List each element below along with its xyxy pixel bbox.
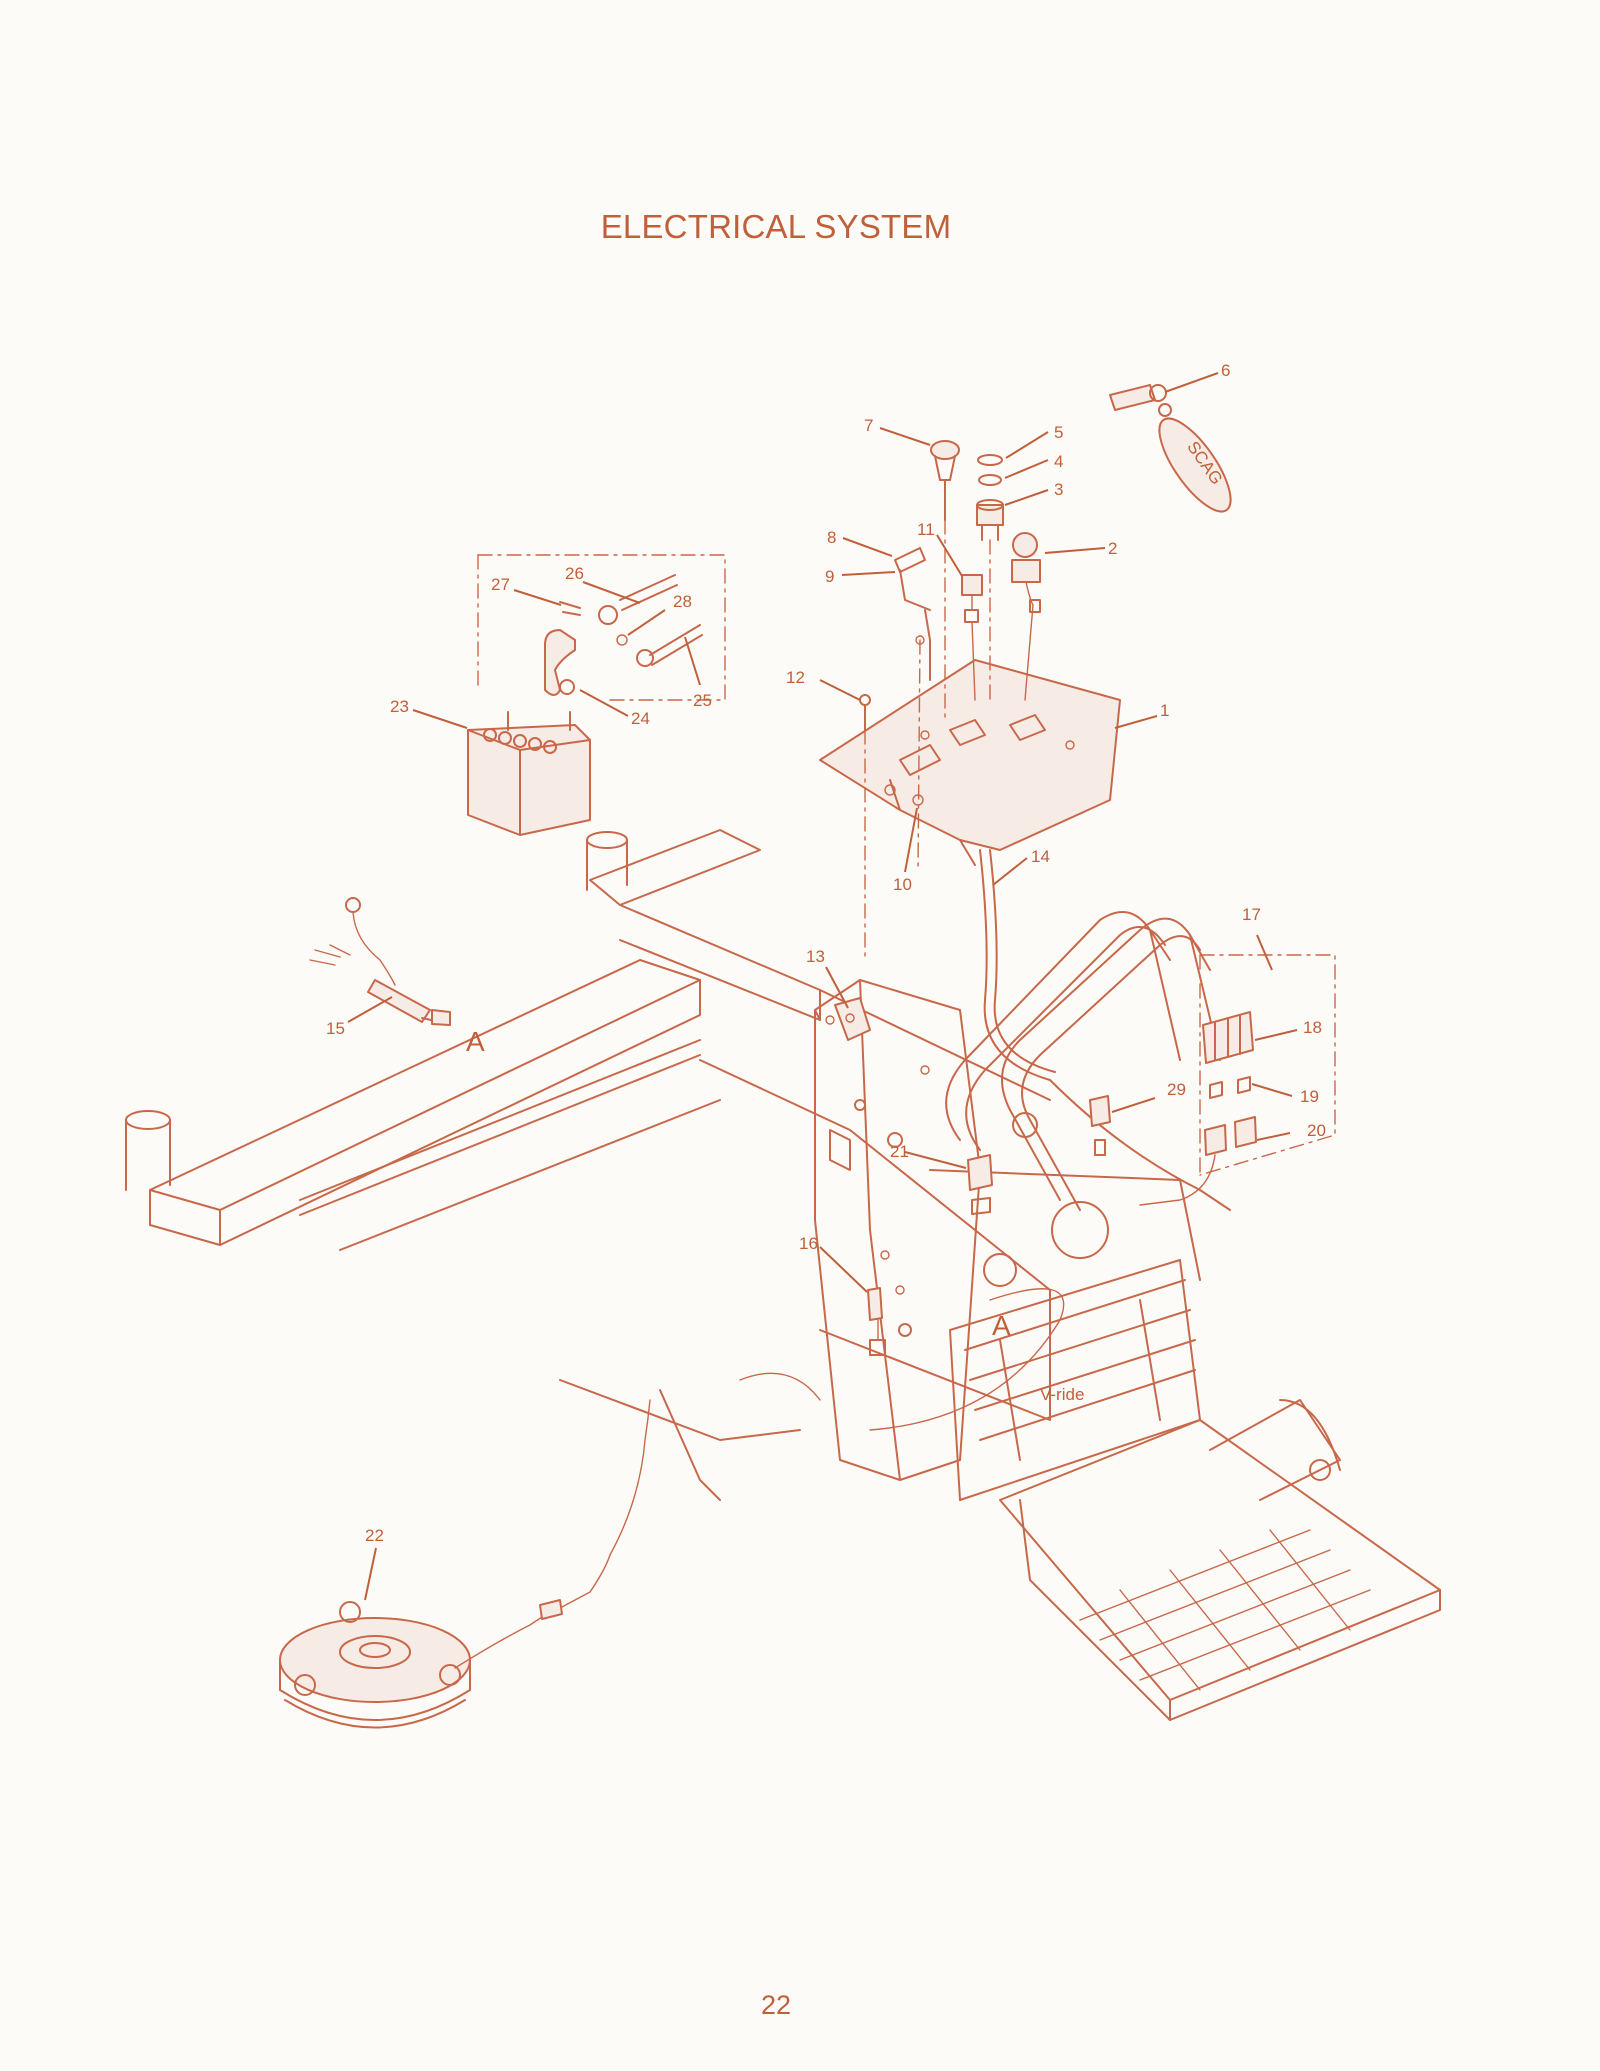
callout-23: 23 <box>390 697 409 716</box>
steering-handles <box>945 911 1221 1211</box>
battery-cable-box <box>477 554 726 701</box>
callout-3: 3 <box>1054 480 1063 499</box>
connector-letter-a-left: A <box>466 1026 485 1057</box>
callout-1: 1 <box>1160 701 1169 720</box>
callout-19: 19 <box>1300 1087 1319 1106</box>
part-14-harness <box>739 849 1231 1431</box>
part-21-relay <box>967 1154 993 1215</box>
callout-9: 9 <box>825 567 834 586</box>
part-16-switch <box>867 1250 905 1356</box>
callout-14: 14 <box>1031 847 1050 866</box>
page-number: 22 <box>760 1990 792 2020</box>
part-22-clutch <box>279 1399 651 1729</box>
callout-11: 11 <box>917 520 935 539</box>
part-15-cable-harness <box>309 897 451 1026</box>
callout-24: 24 <box>631 709 650 728</box>
callout-2: 2 <box>1108 539 1117 558</box>
callout-26: 26 <box>565 564 584 583</box>
footplate <box>999 1399 1441 1721</box>
callout-13: 13 <box>806 947 825 966</box>
callout-20: 20 <box>1307 1121 1326 1140</box>
callout-12: 12 <box>786 668 805 687</box>
callout-7: 7 <box>864 416 873 435</box>
callout-17: 17 <box>1242 905 1261 924</box>
leader-arrows <box>347 372 1298 1601</box>
part-8-9-bracket <box>894 547 931 681</box>
callout-25: 25 <box>693 691 712 710</box>
grille-badge: V-ride <box>1040 1385 1084 1404</box>
part-7-knob <box>930 440 960 521</box>
part-29-switch <box>1089 1095 1111 1156</box>
part-13-bracket <box>834 997 871 1041</box>
part-6-key-fob: SCAG <box>1109 384 1232 513</box>
page-title: ELECTRICAL SYSTEM <box>600 208 952 245</box>
part-12-screw <box>859 694 871 731</box>
callout-8: 8 <box>827 528 836 547</box>
ignition-switch-stack <box>961 454 1041 701</box>
callout-labels: 1 2 3 4 5 6 7 8 9 10 11 12 13 14 15 16 1… <box>326 361 1326 1545</box>
part-23-battery <box>467 711 591 836</box>
callout-6: 6 <box>1221 361 1230 380</box>
fuse-relay-box <box>1139 954 1336 1206</box>
main-frame <box>125 829 1051 1501</box>
engine-block: V-ride <box>929 1169 1201 1501</box>
control-column <box>814 979 981 1481</box>
callout-5: 5 <box>1054 423 1063 442</box>
callout-27: 27 <box>491 575 510 594</box>
callout-22: 22 <box>365 1526 384 1545</box>
callout-18: 18 <box>1303 1018 1322 1037</box>
callout-28: 28 <box>673 592 692 611</box>
leader-lines <box>864 519 991 961</box>
callout-21: 21 <box>890 1142 909 1161</box>
callout-15: 15 <box>326 1019 345 1038</box>
callout-29: 29 <box>1167 1080 1186 1099</box>
callout-4: 4 <box>1054 452 1063 471</box>
callout-10: 10 <box>893 875 912 894</box>
connector-letter-a-center: A <box>992 1310 1011 1341</box>
callout-16: 16 <box>799 1234 818 1253</box>
